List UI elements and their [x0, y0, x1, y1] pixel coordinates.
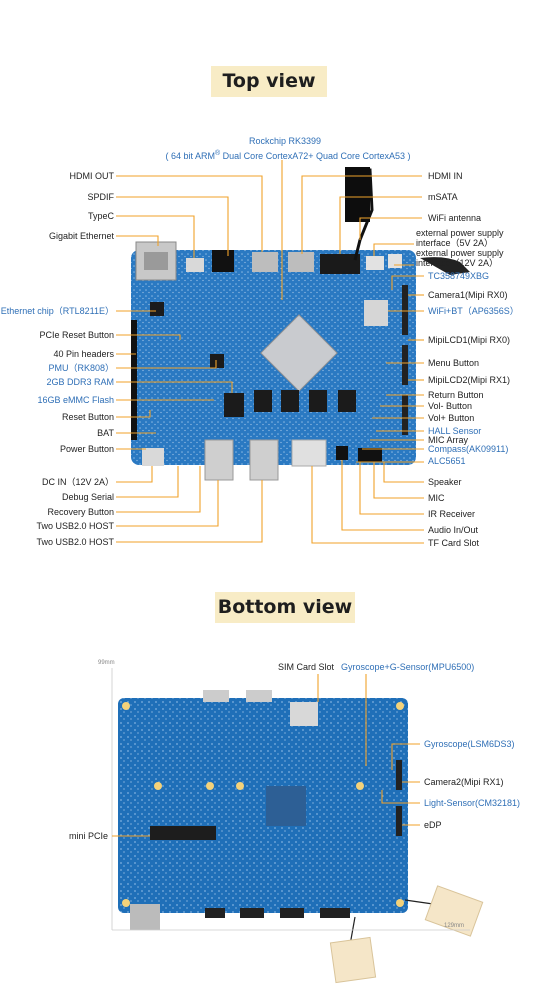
label-tf-card-slot: TF Card Slot	[428, 538, 480, 548]
soc-subtitle: ( 64 bit ARM® Dual Core CortexA72+ Quad …	[158, 148, 418, 162]
soc-title: Rockchip RK3399	[248, 136, 322, 146]
label-pcie-reset-button: PCIe Reset Button	[39, 330, 114, 340]
label-ir-receiver: IR Receiver	[428, 509, 476, 519]
bottom-leader-lines	[112, 674, 420, 837]
label-power-button: Power Button	[59, 444, 114, 454]
label-gyroscope-lsm6ds3: Gyroscope(LSM6DS3)	[424, 739, 515, 749]
label-debug-serial: Debug Serial	[61, 492, 114, 502]
label-msata: mSATA	[428, 192, 458, 202]
label-wifi-bt: WiFi+BT（AP6356S）	[428, 306, 519, 316]
soc-subtitle-pre: ( 64 bit ARM	[165, 151, 215, 161]
dimension-width: 129mm	[444, 923, 465, 929]
soc-registered-mark: ®	[215, 150, 221, 157]
label-gigabit-ethernet: Gigabit Ethernet	[48, 231, 114, 241]
label-spdif: SPDIF	[87, 192, 114, 202]
label-menu-button: Menu Button	[428, 358, 480, 368]
label-mini-pcie: mini PCIe	[68, 831, 108, 841]
label-mic: MIC	[428, 493, 445, 503]
label-40-pin-headers: 40 Pin headers	[53, 349, 114, 359]
dimension-lines	[111, 668, 470, 931]
label-hall-sensor: HALL Sensor	[428, 426, 482, 436]
label-camera2: Camera2(Mipi RX1)	[424, 777, 504, 787]
label-mic-array: MIC Array	[428, 435, 469, 445]
label-dc-in: DC IN（12V 2A）	[41, 477, 114, 487]
label-mipilcd2: MipiLCD2(Mipi RX1)	[428, 375, 511, 385]
label-ethernet-chip: Ethernet chip（RTL8211E）	[0, 306, 114, 316]
label-compass: Compass(AK09911)	[428, 444, 509, 454]
top-board	[131, 167, 470, 481]
label-usb-host-2: Two USB2.0 HOST	[36, 537, 114, 547]
label-speaker: Speaker	[428, 477, 462, 487]
label-vol-minus-button: Vol- Button	[428, 401, 473, 411]
label-alc5651: ALC5651	[428, 456, 466, 466]
label-vol-plus-button: Vol+ Button	[428, 413, 475, 423]
label-gyro-gsensor: Gyroscope+G-Sensor(MPU6500)	[341, 662, 475, 672]
label-light-sensor: Light-Sensor(CM32181)	[424, 798, 521, 808]
label-bat: BAT	[97, 428, 114, 438]
soc-subtitle-post: Dual Core CortexA72+ Quad Core CortexA53…	[220, 151, 411, 161]
label-camera1: Camera1(Mipi RX0)	[428, 290, 508, 300]
label-typec: TypeC	[87, 211, 114, 221]
label-recovery-button: Recovery Button	[47, 507, 114, 517]
label-usb-host-1: Two USB2.0 HOST	[36, 521, 114, 531]
label-ext-power-12v: external power supply interface（12V 2A）	[416, 248, 504, 268]
label-ext-power-5v: external power supply interface（5V 2A）	[416, 228, 504, 248]
label-wifi-antenna: WiFi antenna	[428, 213, 482, 223]
top-leader-lines	[116, 160, 424, 544]
label-ddr3-ram: 2GB DDR3 RAM	[46, 377, 114, 387]
label-sim-card-slot: SIM Card Slot	[278, 662, 335, 672]
label-emmc-flash: 16GB eMMC Flash	[37, 395, 114, 405]
bottom-view-banner: Bottom view	[215, 592, 355, 623]
label-reset-button: Reset Button	[61, 412, 114, 422]
label-pmu: PMU（RK808）	[48, 363, 114, 373]
dimension-height: 99mm	[98, 660, 115, 666]
label-mipilcd1: MipiLCD1(Mipi RX0)	[428, 335, 511, 345]
label-hdmi-in: HDMI IN	[428, 171, 463, 181]
top-view-banner: Top view	[211, 66, 327, 97]
label-tc358749xbg: TC358749XBG	[428, 271, 490, 281]
label-hdmi-out: HDMI OUT	[69, 171, 115, 181]
label-audio-in-out: Audio In/Out	[428, 525, 479, 535]
label-return-button: Return Button	[428, 390, 484, 400]
label-edp: eDP	[424, 820, 442, 830]
bottom-board	[118, 690, 484, 984]
